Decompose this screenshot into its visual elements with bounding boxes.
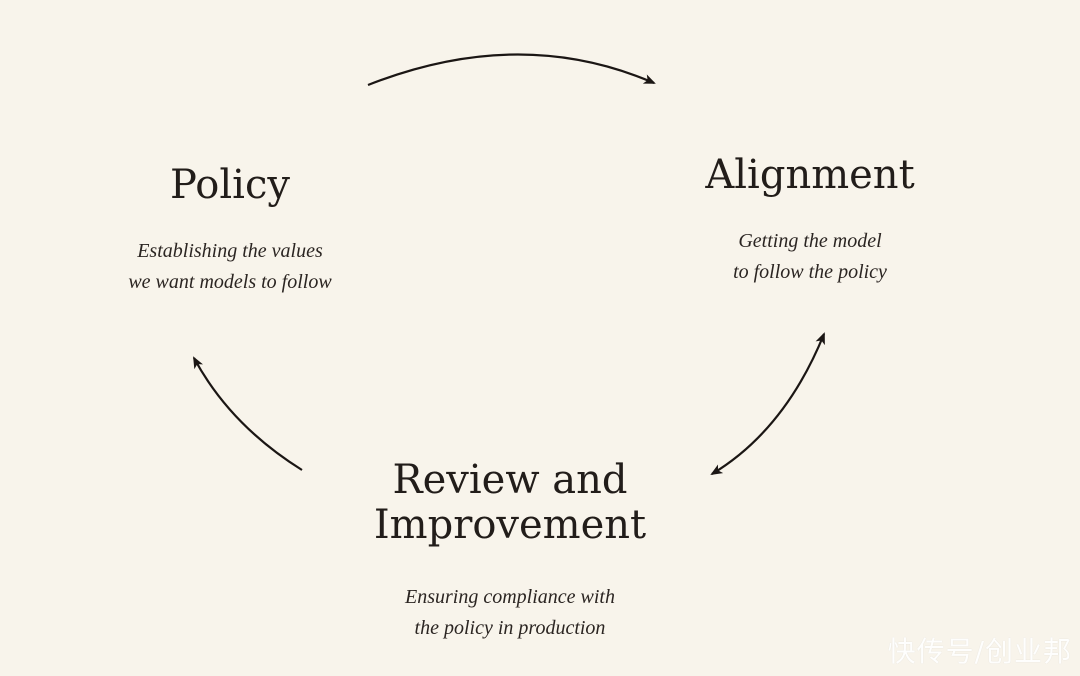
- arrow-review-to-policy: [193, 356, 303, 471]
- node-description-review: Ensuring compliance with the policy in p…: [330, 582, 690, 644]
- node-description-alignment: Getting the model to follow the policy: [670, 226, 950, 288]
- arrow-policy-to-alignment: [367, 53, 656, 87]
- node-title-policy: Policy: [170, 162, 290, 208]
- node-title-review-and-improvement: Review and Improvement: [330, 458, 690, 548]
- node-alignment: Alignment Getting the model to follow th…: [670, 150, 950, 288]
- watermark: 快传号/创业邦: [887, 635, 1072, 668]
- title-line: Review and: [392, 457, 628, 503]
- node-policy: Policy Establishing the values we want m…: [90, 160, 370, 298]
- description-line: Getting the model: [738, 230, 882, 252]
- arrow-alignment-review-bidirectional: [710, 332, 826, 476]
- description-line: Ensuring compliance with: [405, 586, 615, 608]
- description-line: the policy in production: [414, 617, 606, 639]
- description-line: Establishing the values: [137, 240, 323, 262]
- node-title-alignment: Alignment: [705, 152, 915, 198]
- description-line: we want models to follow: [128, 271, 332, 293]
- node-description-policy: Establishing the values we want models t…: [90, 236, 370, 298]
- node-review-and-improvement: Review and Improvement Ensuring complian…: [330, 458, 690, 644]
- title-line: Improvement: [373, 502, 647, 548]
- description-line: to follow the policy: [733, 261, 887, 283]
